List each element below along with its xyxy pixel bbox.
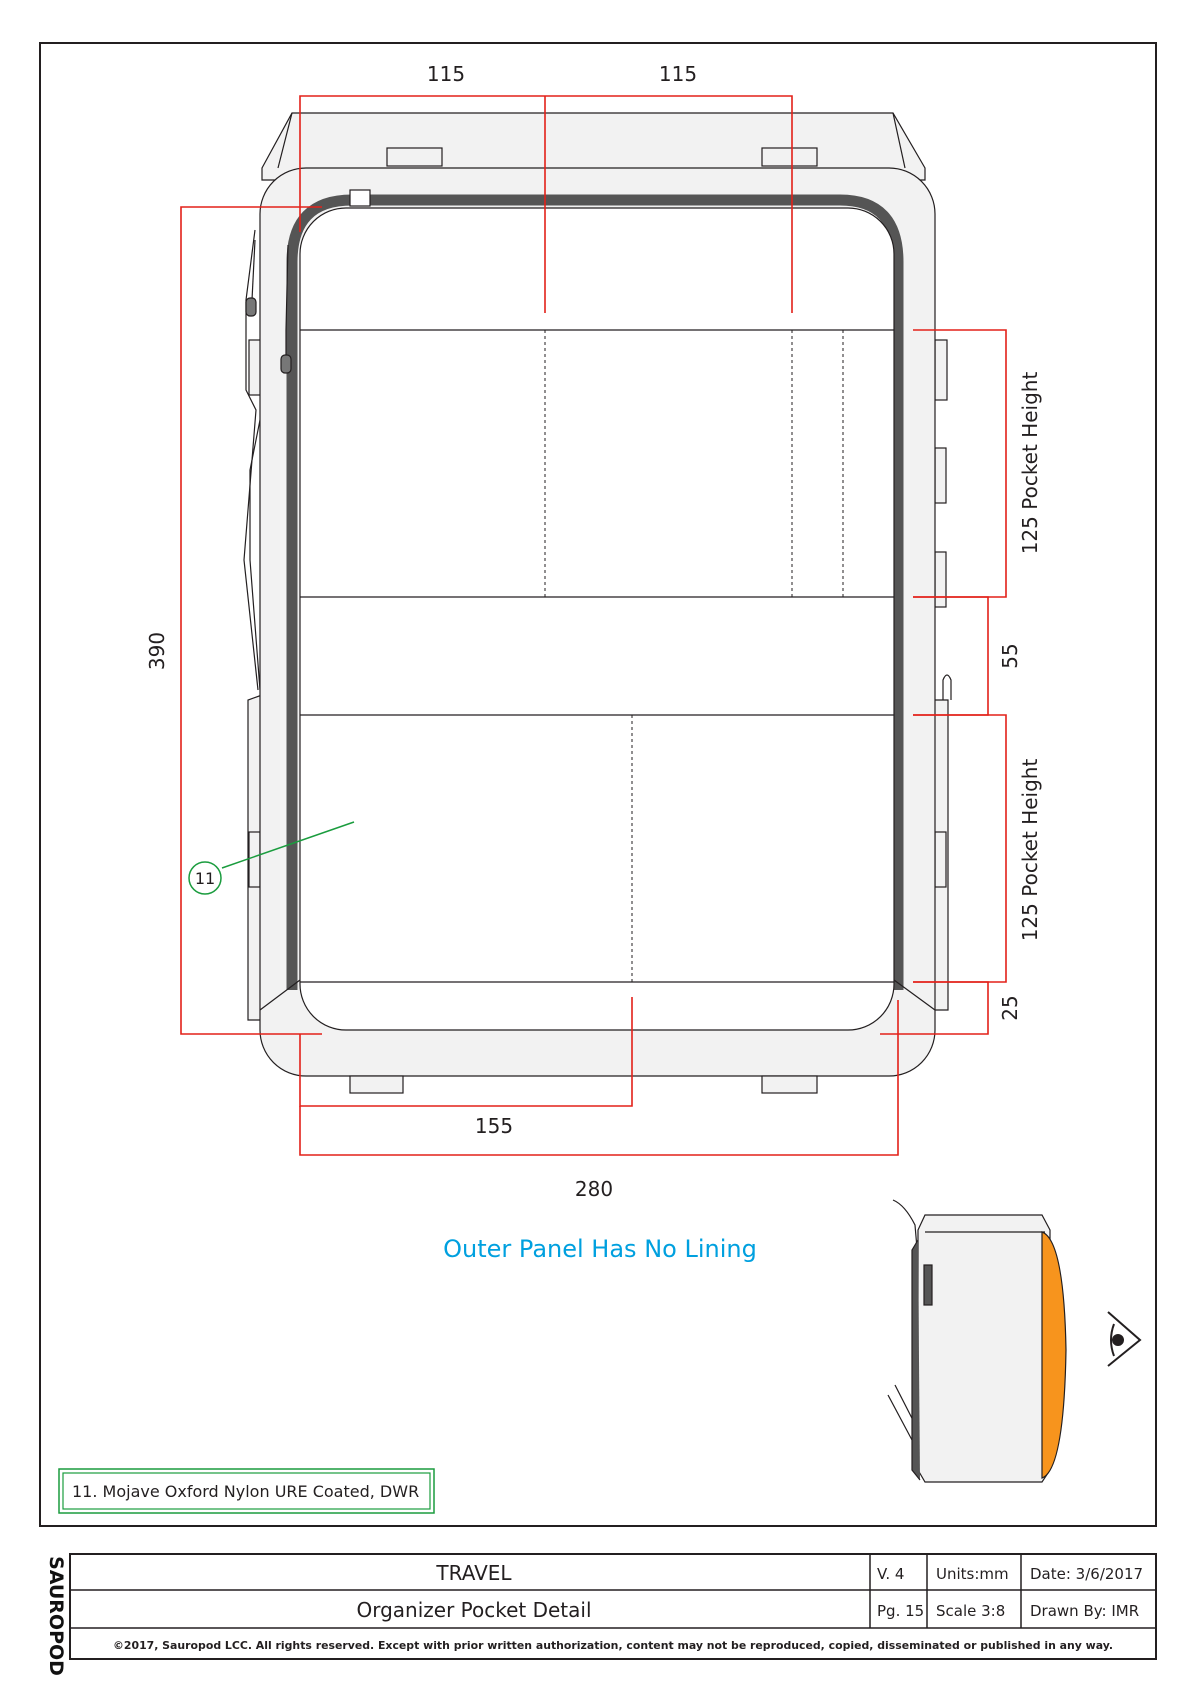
side-view-body [917,1214,1051,1483]
material-legend: 11. Mojave Oxford Nylon URE Coated, DWR [58,1468,435,1514]
side-view-back-padding [911,1239,921,1481]
callout-circle [188,861,222,895]
bag-front-view [243,112,952,1094]
drawn-by-label: Drawn By: IMR [1030,1602,1139,1620]
page-label: Pg. 15 [877,1602,924,1620]
dim-label-left-height: 390 [145,632,169,670]
title-block-frame [69,1553,1157,1660]
dim-label-top-right: 115 [659,62,697,86]
zipper-tape [286,194,904,990]
dim-bottom-280 [299,1000,899,1156]
side-tab-right-2 [934,551,947,608]
side-strap-left [243,229,259,691]
bottom-tab-right [761,1075,818,1094]
side-view-strap-top [892,1199,919,1261]
version-label: V. 4 [877,1565,904,1583]
title-block: SAUROPOD TRAVEL V. 4 Units:mm Date: 3/6/… [45,1553,1157,1676]
side-buckle-right [934,339,948,401]
material-callout: 11 [188,821,355,895]
date-label: Date: 3/6/2017 [1030,1565,1143,1583]
flap-edge [277,112,906,169]
corner-bevels [259,979,936,1011]
brand-logo: SAUROPOD [45,1556,67,1676]
copyright-notice: ©2017, Sauropod LCC. All rights reserved… [113,1639,1113,1652]
zipper-slider [349,189,371,207]
dim-top-bracket [299,95,793,313]
legend-inner-border [62,1472,431,1510]
callout-number: 11 [195,869,215,888]
project-name: TRAVEL [435,1561,512,1585]
top-tab-right [761,147,818,167]
side-tab-right-1 [934,447,947,504]
zipper-pull-tab-2 [245,297,257,317]
sheet-title: Organizer Pocket Detail [356,1598,591,1622]
bottom-tab-left [349,1075,404,1094]
legend-outer-border [58,1468,435,1514]
side-strap-left-inner [249,409,263,691]
eye-icon-lids [1107,1311,1142,1367]
outer-panel-note: Outer Panel Has No Lining [443,1235,757,1263]
bag-side-view [887,1199,1067,1483]
dim-label-top-left: 115 [427,62,465,86]
dim-bottom-155 [299,997,633,1107]
side-loop-right [942,674,952,700]
side-tab-left [248,831,261,888]
dim-label-bottom-155: 155 [475,1114,513,1138]
callout-leader [221,821,355,869]
dimension-lines [180,95,1007,1156]
scale-label: Scale 3:8 [936,1602,1005,1620]
organizer-pockets [300,329,894,983]
side-buckle-left [248,339,262,396]
top-tab-left [386,147,443,167]
legend-material-text: 11. Mojave Oxford Nylon URE Coated, DWR [72,1482,419,1501]
side-tab-right-3 [934,831,947,888]
drawing-frame [39,42,1157,1527]
side-view-tab [923,1264,933,1306]
eye-icon-iris-arc [1110,1323,1115,1357]
dim-right-margin-25 [880,981,989,1035]
dim-label-pocket-height-upper: 125 Pocket Height [1018,372,1042,555]
side-view-front-panel [1041,1231,1067,1479]
zipper-pull-cord-2 [251,239,256,301]
dim-left-390 [180,206,322,1035]
zipper-pull-tab-1 [280,354,292,374]
dim-label-bottom-280: 280 [575,1177,613,1201]
units-label: Units:mm [936,1565,1009,1583]
dim-label-pocket-height-lower: 125 Pocket Height [1018,759,1042,942]
inner-panel [299,207,895,1031]
eye-icon [1107,1311,1142,1367]
dim-label-gap-55: 55 [998,643,1022,668]
eye-icon-pupil [1112,1334,1124,1346]
dim-label-margin-25: 25 [998,995,1022,1020]
